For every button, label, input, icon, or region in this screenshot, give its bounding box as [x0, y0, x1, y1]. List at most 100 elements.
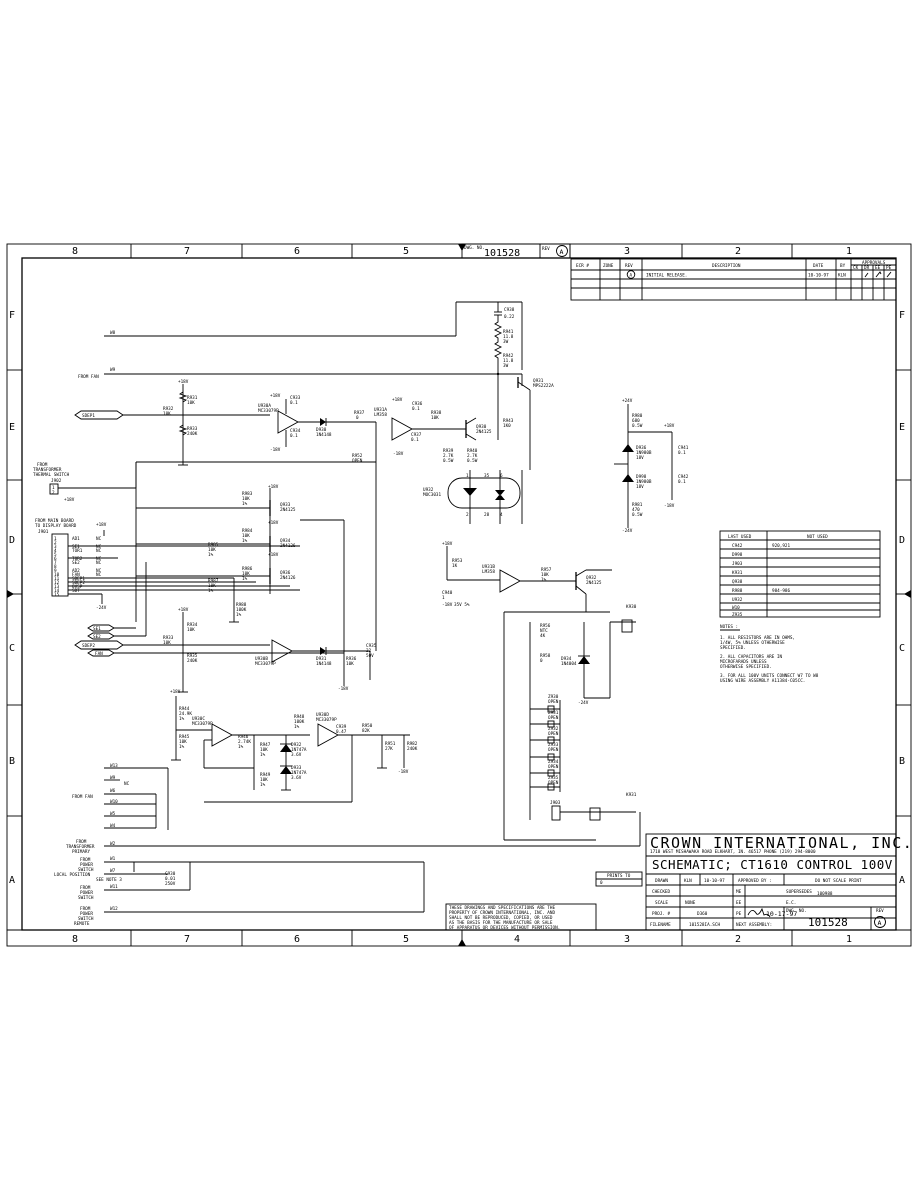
d933-volt: 3.6V: [291, 775, 302, 781]
c930-volt: 250V: [165, 881, 176, 887]
r937-value: 0: [356, 415, 359, 421]
c942-value: 0.1: [678, 479, 686, 485]
zone-bottom-8: 8: [72, 934, 78, 945]
wire-w11: W11: [110, 884, 118, 890]
table-header-not: NOT USED: [807, 534, 828, 540]
top-dwg-label: DWG. NO.: [464, 245, 485, 251]
do-not-scale: DO NOT SCALE PRINT: [815, 878, 862, 884]
port-se2: [87, 632, 115, 640]
net-7: SE2: [72, 560, 80, 566]
u930c-value: MC33079P: [192, 721, 213, 727]
d932-volt: 3.6V: [291, 752, 302, 758]
from-transformer-switch-l2: TRANSFORMER: [33, 467, 62, 473]
z933-value: OPEN: [548, 747, 559, 753]
rail-n18v-e: -18V: [664, 503, 675, 509]
z930-value: OPEN: [548, 699, 559, 705]
r936-ref: R936: [346, 656, 357, 662]
r941-ref: R941: [503, 329, 514, 335]
r931-ref: R931: [187, 395, 198, 401]
r942-ref: R942: [503, 353, 514, 359]
top-dwg-tab: DWG. NO. 101528 REV A: [461, 243, 571, 259]
pin-9: 9: [54, 568, 57, 574]
from-power-remote-l1: FROM: [80, 906, 91, 912]
c941-value: 0.1: [678, 450, 686, 456]
nc-9: NC: [96, 568, 102, 574]
d933-ref: D933: [291, 765, 302, 771]
zone-top-1: 1: [846, 246, 852, 257]
k931-ref: K931: [626, 792, 637, 798]
rail-18v-a: +18V: [178, 379, 189, 385]
row-right-F: F: [899, 310, 905, 321]
r937-ref: R937: [354, 410, 365, 416]
r945-ref: R945: [179, 734, 190, 740]
c937-value: 0.1: [411, 437, 419, 443]
r941-power: 3W: [503, 339, 509, 345]
note3-l2: USING WIRE ASSEMBLY A11384-C05CC.: [720, 678, 805, 684]
d934-value: 1N4004: [561, 661, 577, 667]
r931-value: 10K: [187, 400, 195, 406]
wire-w13: W13: [110, 763, 118, 769]
pin-12: 12: [54, 580, 60, 586]
dwg-label: DWG. NO.: [786, 908, 807, 914]
see-note-label: SEE NOTE 3: [96, 877, 122, 883]
port-sdep2-label: SDEP2: [82, 643, 95, 649]
revision-block: APPROVALS CK DR EE PE ECR # ZONE REV DES…: [570, 258, 897, 301]
pin-8: 8: [54, 564, 57, 570]
pe-date: 10-17-97: [766, 910, 797, 918]
z931-value: OPEN: [548, 715, 559, 721]
r952-value: OPEN: [352, 458, 363, 464]
me-label: ME: [736, 889, 742, 895]
z934-ref: Z934: [548, 759, 559, 765]
note3-l1: 3. FOR ALL 100V UNITS CONNECT W7 TO W8: [720, 673, 819, 679]
pin-13: 13: [54, 584, 60, 590]
checked-label: CHECKED: [652, 889, 671, 895]
rail-n24v-a: -24V: [96, 605, 107, 611]
rev-row-by: KLN: [838, 273, 846, 279]
port-se2-label: SE2: [93, 634, 101, 640]
rev-header-date: DATE: [813, 263, 824, 269]
table-r0-c1: 920,921: [772, 543, 791, 549]
io-ports: SE1 SE2 SDEP2 FAN: [74, 562, 344, 657]
row-left-C: C: [9, 643, 15, 654]
r946-ref: R946: [238, 734, 249, 740]
u930a-ref: U930A: [258, 403, 271, 409]
proprietary-notice: THESE DRAWINGS AND SPECIFICATIONS ARE TH…: [445, 903, 597, 931]
wire-w10: W10: [110, 799, 118, 805]
zone-top-5: 5: [403, 246, 409, 257]
j902-ref: J902: [51, 478, 62, 484]
approved-label: APPROVED BY :: [738, 878, 772, 884]
row-right-B: B: [899, 756, 905, 767]
pin-3: 3: [54, 544, 57, 550]
c939-ref: C939: [336, 724, 347, 730]
j903-ref: J903: [550, 800, 561, 806]
display-driver-transistors: +18V +18V +18V Q933 2N4125 Q934 2N4126 Q…: [135, 462, 345, 680]
rev-header-description: DESCRIPTION: [712, 263, 741, 269]
c935-ref: C935: [366, 643, 377, 649]
from-power-switch-l2: POWER: [80, 890, 93, 896]
next-assembly-label: NEXT ASSEMBLY:: [736, 922, 772, 928]
pin-14: 14: [54, 588, 60, 594]
r934-value: 10K: [187, 627, 195, 633]
c939-value: 0.47: [336, 729, 347, 735]
r980-value: 680: [632, 418, 640, 424]
rail-18v-h: +18V: [268, 552, 279, 558]
from-transformer-primary-l3: PRIMARY: [72, 849, 91, 855]
jumper-column: Z930 OPEN Z931 OPEN Z932 OPEN Z933 OPEN …: [504, 694, 637, 841]
rail-18v-k: +18V: [664, 423, 675, 429]
r957-value: 10K: [541, 572, 549, 578]
r981-ref: R981: [632, 502, 643, 508]
d998-value: 1N980B: [636, 479, 652, 485]
drawing-title: SCHEMATIC; CT1610 CONTROL 100V: [652, 857, 893, 872]
rail-18v-c: +18V: [392, 397, 403, 403]
pin-10: 10: [54, 572, 60, 578]
port-se1-label: SE1: [93, 626, 101, 632]
nc-3: NC: [96, 544, 102, 550]
row-left-F: F: [9, 310, 15, 321]
rail-24v-a: +24V: [622, 398, 633, 404]
ee-label: EE: [736, 900, 742, 906]
note1-l3: SPECIFIED.: [720, 645, 746, 651]
r948-tol: 1%: [294, 724, 300, 730]
r953-value: 1K: [452, 563, 458, 569]
r988-value: 100K: [236, 607, 247, 613]
from-power-local-l2: POWER: [80, 862, 93, 868]
